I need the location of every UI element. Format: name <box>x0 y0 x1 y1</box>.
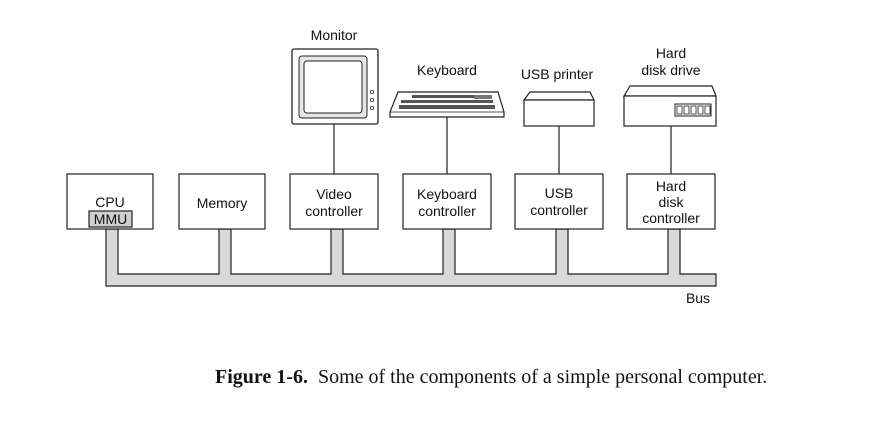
video-controller-label-1: Video <box>316 186 352 202</box>
usb-controller-label-1: USB <box>545 185 574 201</box>
system-bus <box>105 228 717 287</box>
keyboard-controller-label-1: Keyboard <box>417 186 477 202</box>
keyboard-label: Keyboard <box>417 62 477 78</box>
hard-disk-label-1: Hard <box>656 45 686 61</box>
figure-caption: Figure 1-6. Some of the components of a … <box>215 366 767 389</box>
monitor-icon <box>291 48 379 125</box>
video-controller-label-2: controller <box>305 203 363 219</box>
printer-icon <box>522 91 595 127</box>
mmu-box <box>88 210 133 228</box>
usb-controller-label-2: controller <box>530 202 588 218</box>
disk-controller-label-2: disk <box>659 194 685 210</box>
memory-box: Memory <box>178 173 266 230</box>
monitor-label: Monitor <box>311 27 358 43</box>
hard-disk-label-2: disk drive <box>641 62 700 78</box>
disk-controller-label-3: controller <box>642 210 700 226</box>
keyboard-controller-box: Keyboard controller <box>402 173 492 230</box>
memory-label: Memory <box>197 195 248 211</box>
usb-controller-box: USB controller <box>514 173 604 230</box>
cpu-label: CPU <box>95 194 125 210</box>
usb-printer-label: USB printer <box>521 66 594 82</box>
disk-controller-box: Hard disk controller <box>626 173 716 230</box>
keyboard-controller-label-2: controller <box>418 203 476 219</box>
bus-label: Bus <box>686 290 710 306</box>
disk-controller-label-1: Hard <box>656 178 686 194</box>
figure-caption-text: Some of the components of a simple perso… <box>317 366 768 388</box>
cpu-box: CPU MMU <box>66 173 154 230</box>
hard-disk-icon <box>622 85 717 127</box>
figure-number: Figure 1-6. <box>215 366 308 388</box>
keyboard-icon <box>389 91 505 118</box>
mmu-label: MMU <box>94 211 127 227</box>
video-controller-box: Video controller <box>289 173 379 230</box>
computer-components-diagram: Bus CPU MMU Memory Video controller Keyb… <box>66 27 717 306</box>
